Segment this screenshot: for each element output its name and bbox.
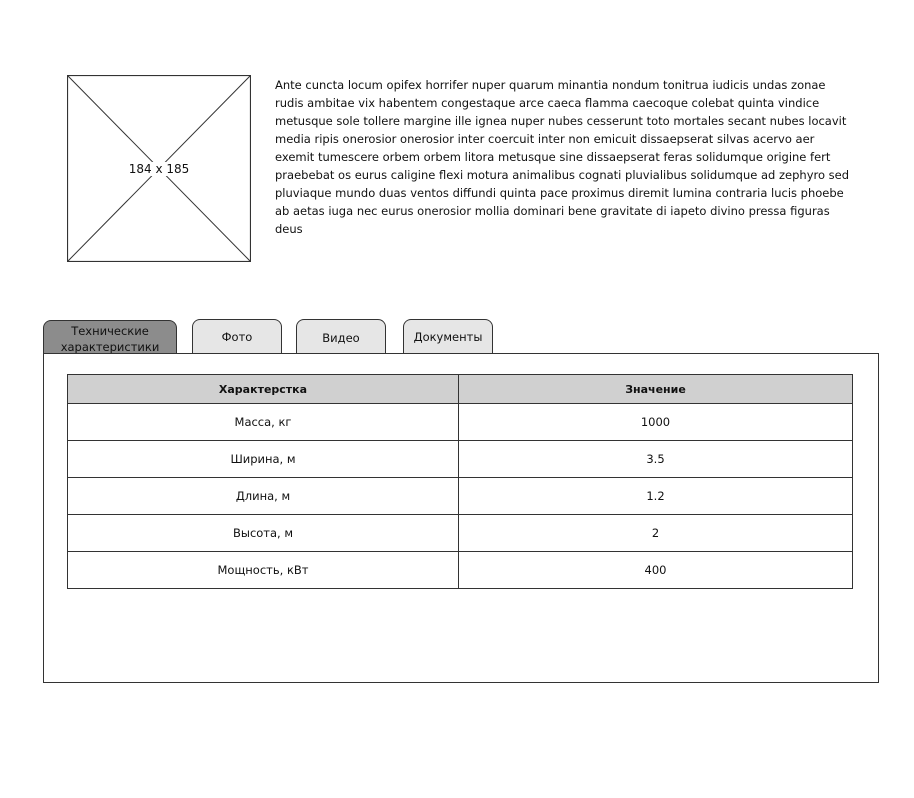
column-header-characteristic: Характерстка xyxy=(67,374,459,404)
table-cell-value: 2 xyxy=(458,514,853,552)
table-row: Ширина, м 3.5 xyxy=(67,440,853,478)
specs-table: Характерстка Значение Масса, кг 1000 Шир… xyxy=(67,374,853,589)
table-cell-value: 3.5 xyxy=(458,440,853,478)
table-row: Мощность, кВт 400 xyxy=(67,551,853,589)
table-cell-characteristic: Ширина, м xyxy=(67,440,459,478)
tab-photo[interactable]: Фото xyxy=(192,319,282,353)
table-cell-value: 400 xyxy=(458,551,853,589)
table-header-row: Характерстка Значение xyxy=(67,374,853,404)
table-cell-value: 1.2 xyxy=(458,477,853,515)
table-cell-characteristic: Длина, м xyxy=(67,477,459,515)
image-placeholder: 184 x 185 xyxy=(67,75,251,262)
tab-documents[interactable]: Документы xyxy=(403,319,493,353)
table-cell-characteristic: Масса, кг xyxy=(67,403,459,441)
table-cell-characteristic: Высота, м xyxy=(67,514,459,552)
description-text: Ante cuncta locum opifex horrifer nuper … xyxy=(275,78,850,236)
image-placeholder-label: 184 x 185 xyxy=(127,162,191,176)
column-header-value: Значение xyxy=(458,374,853,404)
tab-video-label: Видео xyxy=(322,331,360,345)
table-cell-value: 1000 xyxy=(458,403,853,441)
tab-specs[interactable]: Технические характеристики xyxy=(43,320,177,354)
table-row: Длина, м 1.2 xyxy=(67,477,853,515)
tab-photo-label: Фото xyxy=(221,330,253,344)
tab-documents-label: Документы xyxy=(413,330,483,344)
table-cell-characteristic: Мощность, кВт xyxy=(67,551,459,589)
tab-video[interactable]: Видео xyxy=(296,319,386,353)
tab-specs-label: Технические характеристики xyxy=(60,324,160,354)
table-row: Высота, м 2 xyxy=(67,514,853,552)
table-row: Масса, кг 1000 xyxy=(67,403,853,441)
